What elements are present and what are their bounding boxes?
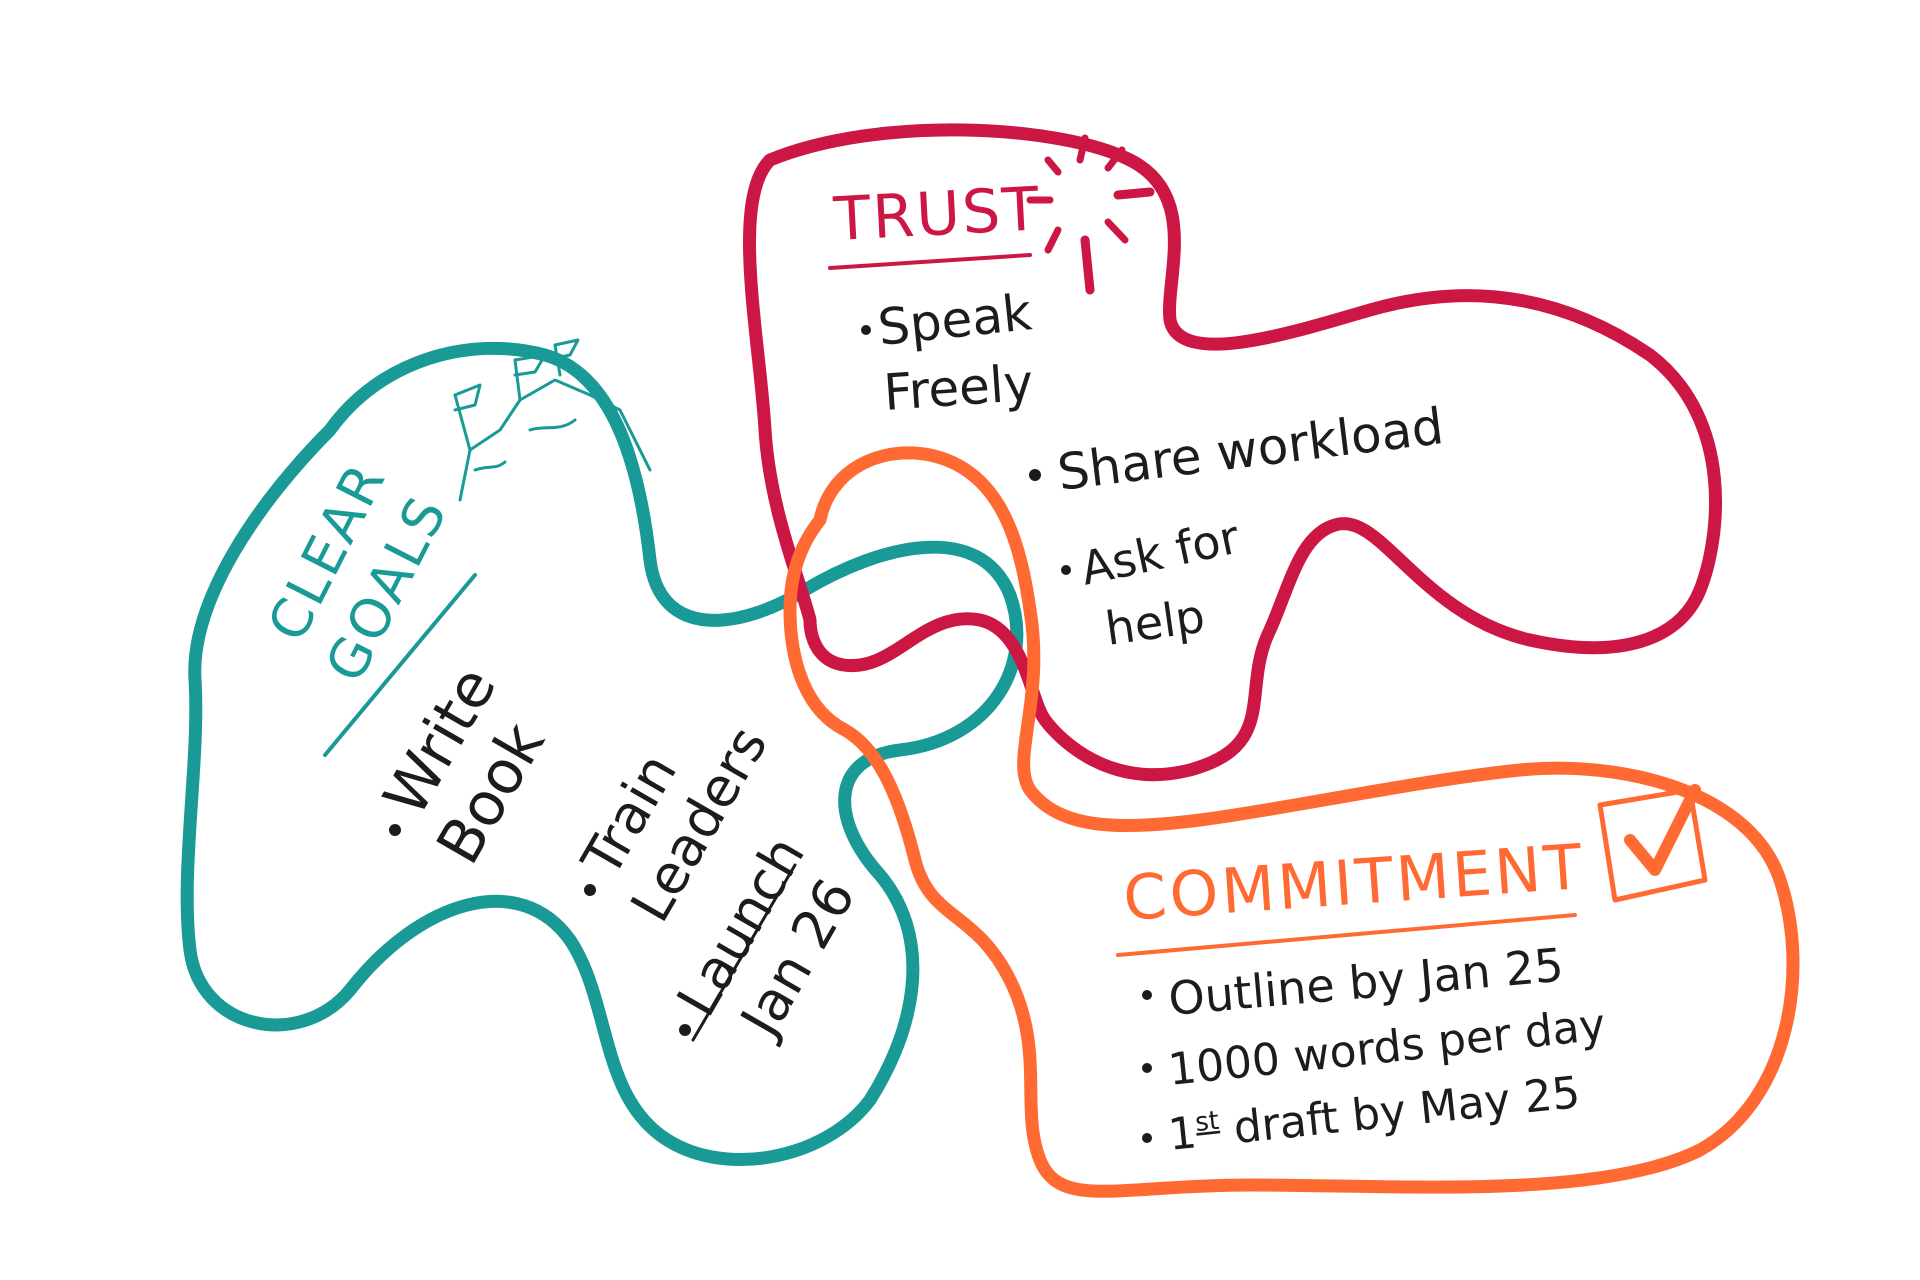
bullet: [679, 1024, 691, 1036]
bullet: [1142, 1063, 1152, 1073]
bullet: [1061, 565, 1071, 575]
bullet: [584, 884, 596, 896]
bullet: [861, 325, 871, 335]
clear-goals-underline: [323, 573, 477, 757]
trust-blob: [743, 123, 1723, 782]
commitment-section: COMMITMENT Outline by Jan 25 1000 words …: [1116, 784, 1708, 1161]
trust-title: TRUST: [831, 174, 1042, 255]
trust-item-3-line2: help: [1102, 589, 1208, 656]
commitment-item-3-num: 1: [1166, 1107, 1199, 1161]
checkbox-checked-icon: [1597, 784, 1708, 903]
bullet: [1142, 990, 1152, 1000]
sparkle-burst-icon: [1026, 134, 1155, 295]
clear-goals-section: CLEAR GOALS Write Book Train Leaders Lau…: [255, 338, 868, 1049]
trust-item-1-line2: Freely: [882, 354, 1035, 422]
trust-section: TRUST Speak Freely Share workload Ask fo…: [828, 134, 1447, 656]
trust-underline: [828, 253, 1032, 270]
clear-goals-blob: [180, 341, 1024, 1166]
trust-item-1-line1: Speak: [875, 283, 1034, 357]
commitment-blob: [783, 446, 1800, 1198]
mountain-flags-icon: [453, 338, 652, 502]
blob-outlines: [180, 123, 1800, 1198]
launch-underline: [691, 863, 797, 1042]
bullet: [389, 824, 401, 836]
bullet: [1029, 469, 1041, 481]
commitment-item-3-sup: st: [1194, 1106, 1221, 1138]
commitment-underline: [1116, 913, 1577, 957]
trust-item-3-line1: Ask for: [1076, 510, 1244, 596]
trust-item-2-line1: Share workload: [1054, 397, 1446, 502]
bullet: [1142, 1133, 1152, 1143]
